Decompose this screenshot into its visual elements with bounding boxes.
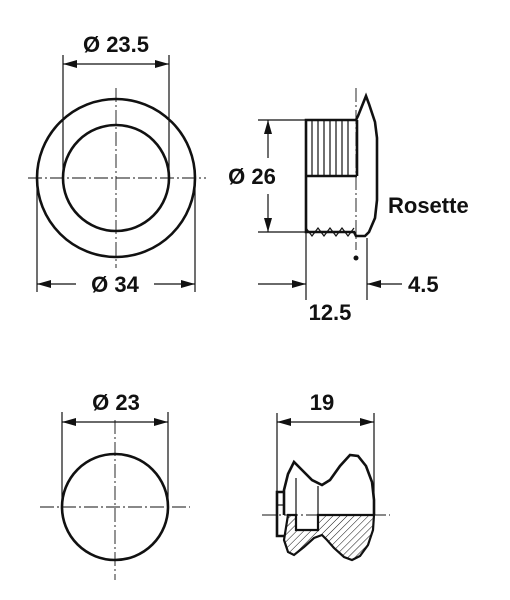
- knob-side-view: 19: [262, 390, 390, 562]
- inner-diameter-dimension: Ø 23.5: [62, 32, 170, 178]
- knob-section-hatch: [282, 513, 376, 562]
- side-height-dimension: Ø 26: [228, 119, 306, 233]
- rosette-name-label: Rosette: [388, 193, 469, 218]
- knob-diameter-dimension: Ø 23: [61, 390, 169, 507]
- rosette-front-view: Ø 23.5 Ø 34: [28, 32, 206, 297]
- outer-diameter-label: Ø 34: [91, 272, 139, 297]
- knob-length-label: 19: [310, 390, 334, 415]
- rosette-side-view: Ø 26 4.5 12.5 Rosette: [228, 88, 469, 325]
- knob-stem: [275, 490, 284, 538]
- length-dimension: 4.5 12.5: [258, 232, 439, 325]
- flange-label: 4.5: [408, 272, 439, 297]
- inner-diameter-label: Ø 23.5: [83, 32, 149, 57]
- thread-teeth-bottom: [305, 227, 355, 237]
- knob-upper-outline: [282, 453, 376, 515]
- rosette-body-outline: [304, 92, 379, 238]
- outer-diameter-dimension: Ø 34: [36, 178, 196, 297]
- knob-length-dimension: 19: [276, 390, 375, 500]
- knob-diameter-label: Ø 23: [92, 390, 140, 415]
- side-height-label: Ø 26: [228, 164, 276, 189]
- thread-lines-top: [311, 120, 349, 176]
- length-label: 12.5: [309, 300, 352, 325]
- knob-front-view: Ø 23: [40, 390, 190, 580]
